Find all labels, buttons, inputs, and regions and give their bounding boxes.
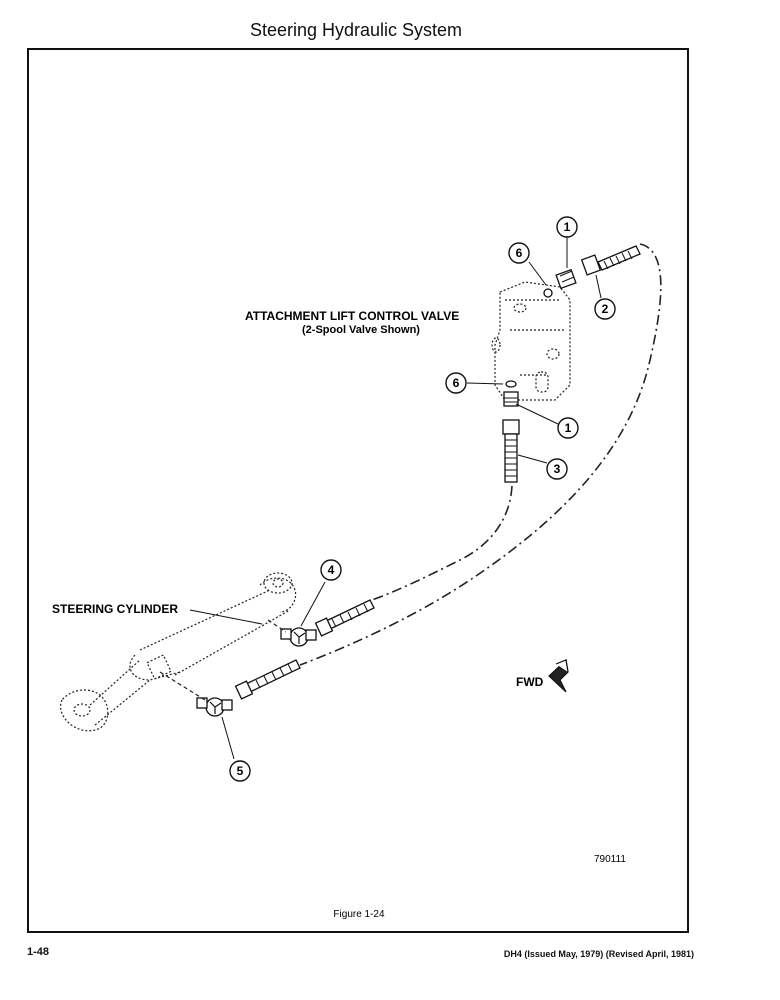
figure-frame xyxy=(27,48,689,933)
callout-1-lower: 1 xyxy=(565,421,572,435)
callout-4: 4 xyxy=(328,563,335,577)
callout-circles xyxy=(229,216,616,782)
drawing-number: 790111 xyxy=(594,854,626,865)
callout-leaders xyxy=(189,237,602,760)
valve-title-label: ATTACHMENT LIFT CONTROL VALVE xyxy=(245,309,459,323)
lower-fittings xyxy=(502,380,520,483)
callout-2: 2 xyxy=(602,302,609,316)
callout-numbers: 1 2 6 6 1 3 4 5 xyxy=(237,220,609,778)
callout-1-upper: 1 xyxy=(564,220,571,234)
callout-5: 5 xyxy=(237,764,244,778)
fwd-label: FWD xyxy=(516,675,544,689)
cylinder-hoses xyxy=(234,599,375,700)
cylinder-label: STEERING CYLINDER xyxy=(52,602,178,616)
page-title: Steering Hydraulic System xyxy=(249,20,463,40)
hose-routing xyxy=(299,243,662,666)
callout-6-upper: 6 xyxy=(516,246,523,260)
fitting-link-4 xyxy=(267,619,287,633)
figure-caption: Figure 1-24 xyxy=(333,909,385,920)
fwd-arrow-icon xyxy=(548,658,569,693)
valve-subtitle-label: (2-Spool Valve Shown) xyxy=(302,324,420,336)
callout-3: 3 xyxy=(554,462,561,476)
footer-note: DH4 (Issued May, 1979) (Revised April, 1… xyxy=(503,949,694,959)
steering-cylinder xyxy=(60,572,297,732)
upper-fittings xyxy=(543,245,641,298)
fitting-link-5 xyxy=(159,671,206,701)
callout-6-lower: 6 xyxy=(453,376,460,390)
page-number: 1-48 xyxy=(27,946,50,958)
control-valve-body xyxy=(491,281,571,401)
tee-fitting-4 xyxy=(280,627,317,647)
tee-fitting-5 xyxy=(196,697,233,717)
